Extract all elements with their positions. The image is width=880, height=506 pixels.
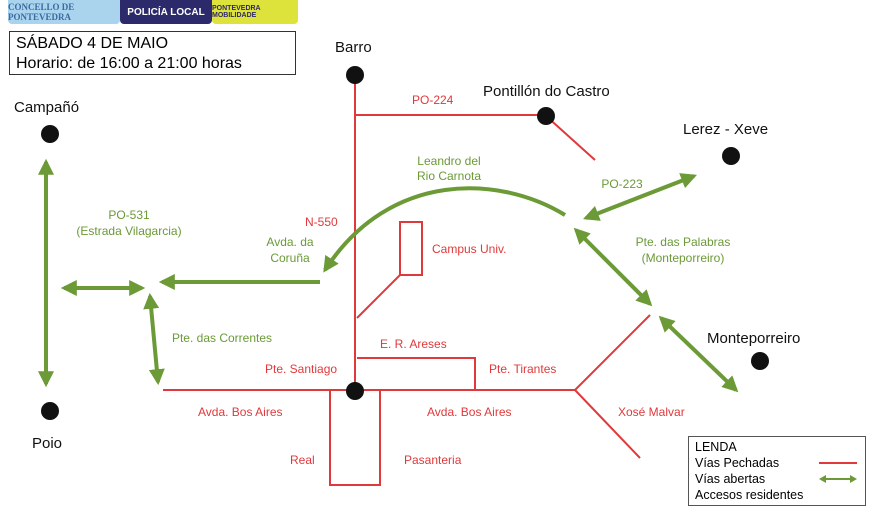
- place-barro: Barro: [335, 39, 372, 56]
- label-areses: E. R. Areses: [380, 337, 447, 351]
- label-coruna-2: Coruña: [270, 251, 310, 265]
- legend-closed: Vías Pechadas: [695, 455, 859, 471]
- place-monteporreiro: Monteporreiro: [707, 330, 800, 347]
- label-bos-aires-2: Avda. Bos Aires: [427, 405, 512, 419]
- label-tirantes: Pte. Tirantes: [489, 362, 556, 376]
- legend-residents: Accesos residentes: [695, 488, 804, 502]
- event-hours: Horario: de 16:00 a 21:00 horas: [16, 55, 242, 72]
- event-date: SÁBADO 4 DE MAIO: [16, 35, 169, 52]
- traffic-map: Barro Pontillón do Castro Lerez - Xeve C…: [14, 39, 800, 486]
- arrow-po223: [583, 173, 697, 221]
- node-center: [346, 382, 364, 400]
- arrow-correntes: [143, 292, 165, 386]
- label-pasanteria: Pasanteria: [404, 453, 462, 467]
- node-poio: [41, 402, 59, 420]
- legend: LENDA Vías Pechadas Vías abertas Accesos…: [688, 436, 866, 506]
- road-real-pasanteria: [329, 390, 381, 486]
- arrow-palabras: [573, 227, 653, 307]
- node-campano: [41, 125, 59, 143]
- label-po224: PO-224: [412, 93, 454, 107]
- label-santiago: Pte. Santiago: [265, 362, 337, 376]
- legend-open: Vías abertas: [695, 471, 859, 487]
- place-poio: Poio: [32, 435, 62, 452]
- mobilidade-logo: PONTEVEDRA MOBILIDADE: [212, 0, 298, 24]
- info-box: SÁBADO 4 DE MAIO Horario: de 16:00 a 21:…: [9, 31, 296, 75]
- closed-roads: [163, 80, 651, 486]
- label-po531-b: (Estrada Vilagarcia): [76, 224, 181, 238]
- policia-local-logo: POLICÍA LOCAL: [120, 0, 212, 24]
- node-pontillon: [537, 107, 555, 125]
- node-lerez: [722, 147, 740, 165]
- concello-logo: CONCELLO DE PONTEVEDRA: [8, 0, 120, 24]
- label-campus: Campus Univ.: [432, 242, 506, 256]
- label-n550: N-550: [305, 215, 338, 229]
- node-monteporreiro: [751, 352, 769, 370]
- label-palabras-1: Pte. das Palabras: [636, 235, 731, 249]
- node-barro: [346, 66, 364, 84]
- legend-green-arrow: [819, 475, 857, 483]
- legend-open-label: Vías abertas: [695, 472, 766, 486]
- legend-title: LENDA: [695, 440, 737, 454]
- place-lerez: Lerez - Xeve: [683, 121, 768, 138]
- label-leandro-1: Leandro del: [417, 154, 480, 168]
- legend-closed-label: Vías Pechadas: [695, 456, 780, 470]
- label-po531: PO-531: [108, 208, 150, 222]
- arrow-monteporreiro: [658, 315, 739, 393]
- label-malvar: Xosé Malvar: [618, 405, 685, 419]
- legend-red-line: [819, 462, 857, 464]
- label-real: Real: [290, 453, 315, 467]
- label-coruna-1: Avda. da: [266, 235, 313, 249]
- road-areses: [357, 357, 476, 390]
- road-bos-aires: [163, 314, 651, 459]
- place-pontillon: Pontillón do Castro: [483, 83, 610, 100]
- place-campano: Campañó: [14, 99, 79, 116]
- label-po223: PO-223: [601, 177, 643, 191]
- road-campus: [399, 221, 423, 276]
- nodes: [41, 66, 769, 420]
- logos-bar: CONCELLO DE PONTEVEDRA POLICÍA LOCAL PON…: [8, 0, 298, 24]
- open-roads: [38, 158, 739, 393]
- road-campus-link: [356, 274, 401, 319]
- arrow-leandro: [323, 186, 567, 273]
- label-bos-aires-1: Avda. Bos Aires: [198, 405, 283, 419]
- label-correntes: Pte. das Correntes: [172, 331, 272, 345]
- label-palabras-2: (Monteporreiro): [642, 251, 725, 265]
- label-leandro-2: Rio Carnota: [417, 169, 481, 183]
